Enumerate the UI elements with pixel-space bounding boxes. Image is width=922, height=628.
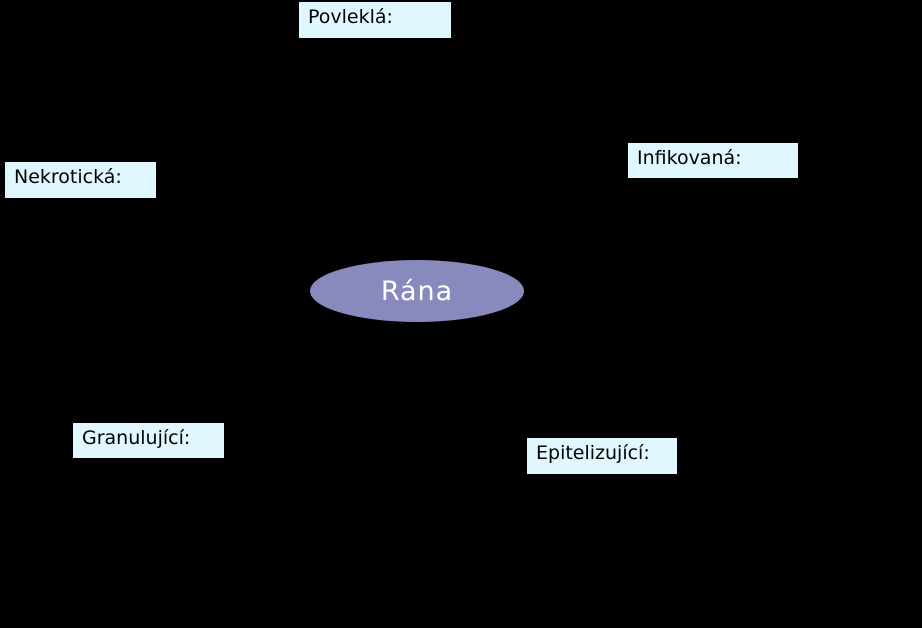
- center-node: Rána: [310, 260, 524, 322]
- category-label-nekroticka: Nekrotická:: [14, 166, 122, 188]
- category-label-epitelizujici: Epitelizující:: [536, 442, 650, 464]
- category-box-granulujici: Granulující:: [73, 423, 224, 458]
- category-box-nekroticka: Nekrotická:: [5, 162, 156, 198]
- center-node-label: Rána: [380, 275, 454, 307]
- category-box-infikovana: Infikovaná:: [628, 143, 798, 178]
- category-box-povlekla: Povleklá:: [299, 2, 451, 38]
- category-label-povlekla: Povleklá:: [308, 6, 393, 28]
- category-label-infikovana: Infikovaná:: [637, 147, 742, 169]
- category-box-epitelizujici: Epitelizující:: [527, 438, 677, 474]
- category-label-granulujici: Granulující:: [82, 427, 191, 449]
